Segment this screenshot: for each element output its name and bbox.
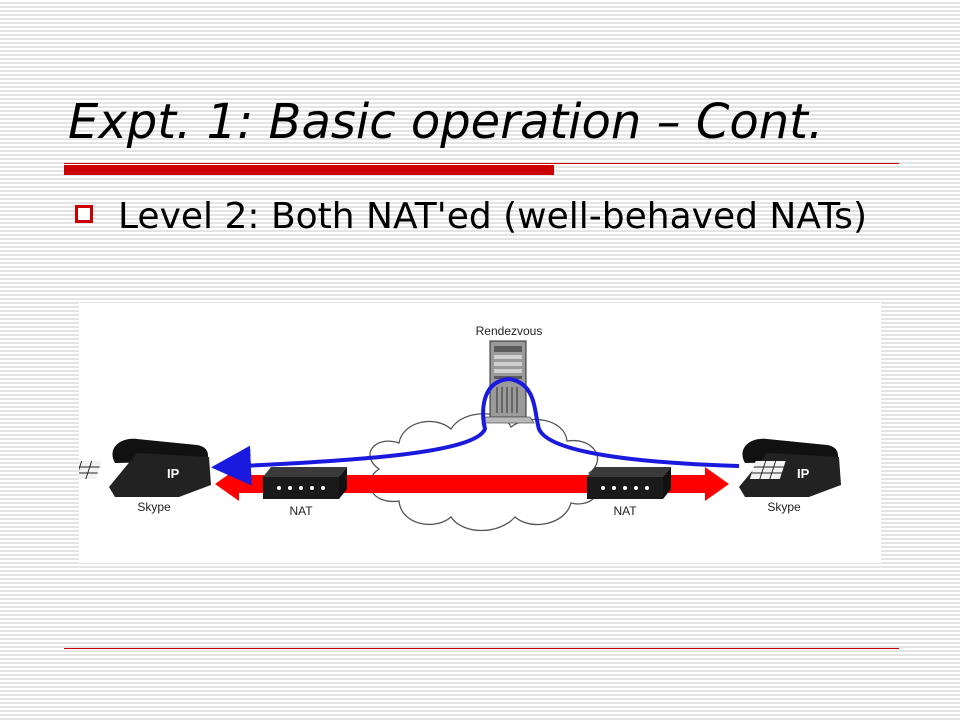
left-client-label: Skype [137,500,171,514]
internet-cloud-icon [369,413,600,532]
svg-text:IP: IP [797,466,810,481]
right-nat-label: NAT [613,504,637,518]
signaling-path [211,376,740,486]
title-divider-thin [64,163,899,164]
server-tower-icon [481,340,535,424]
ip-phone-icon: IP [739,438,841,497]
nat-router-icon [587,467,671,499]
slide-title: Expt. 1: Basic operation – Cont. [68,94,824,150]
ip-phone-icon: IP [79,438,211,497]
svg-text:IP: IP [167,466,180,481]
network-diagram: Rendezvous NAT [79,303,881,563]
footer-divider [64,648,899,649]
title-divider-thick [64,165,554,175]
server-label: Rendezvous [476,324,543,338]
nat-router-icon [263,467,347,499]
right-client-label: Skype [767,500,801,514]
bullet-square-icon [75,205,93,223]
left-nat-label: NAT [289,504,313,518]
bullet-text: Level 2: Both NAT'ed (well-behaved NATs) [118,196,867,237]
